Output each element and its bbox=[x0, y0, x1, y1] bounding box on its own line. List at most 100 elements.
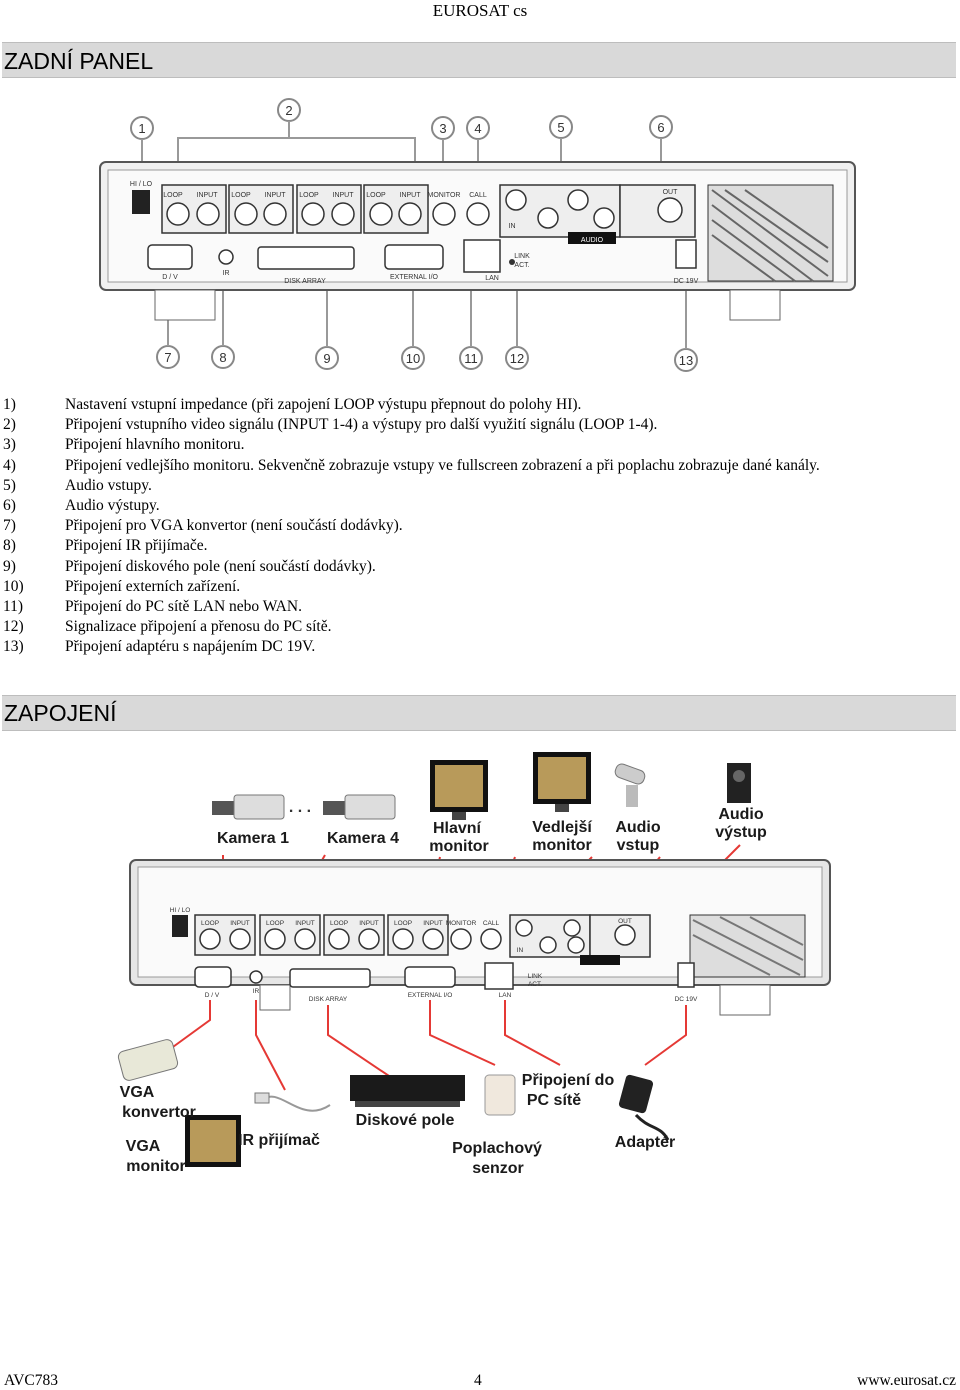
loop-label-3: LOOP bbox=[299, 192, 319, 199]
disk-array-label: DISK ARRAY bbox=[284, 278, 326, 285]
section-heading-rear-panel: ZADNÍ PANEL bbox=[2, 42, 956, 78]
list-item: 12)Signalizace připojení a přenosu do PC… bbox=[3, 618, 332, 636]
out-label: OUT bbox=[663, 189, 679, 196]
footer-model: AVC783 bbox=[4, 1372, 58, 1389]
sub-monitor-label-2: monitor bbox=[532, 837, 592, 854]
audio-out-label-2: výstup bbox=[715, 824, 767, 841]
callout-3: 3 bbox=[439, 121, 446, 136]
list-item: 9)Připojení diskového pole (není součást… bbox=[3, 557, 376, 575]
wire-loop-label-2: LOOP bbox=[266, 920, 284, 927]
speaker-icon bbox=[727, 763, 751, 803]
alarm-sensor-icon bbox=[484, 1074, 516, 1116]
dc-label: DC 19V bbox=[674, 278, 699, 285]
ir-receiver-label: IR přijímač bbox=[238, 1132, 320, 1149]
footer-page-number: 4 bbox=[474, 1372, 482, 1389]
list-item: 7)Připojení pro VGA konvertor (není souč… bbox=[3, 517, 403, 535]
vga-converter-label-2: konvertor bbox=[122, 1104, 196, 1121]
callout-4: 4 bbox=[474, 121, 481, 136]
wire-out-label: OUT bbox=[618, 918, 632, 925]
list-item: 5)Audio vstupy. bbox=[3, 476, 152, 494]
vga-monitor-label-2: monitor bbox=[126, 1158, 186, 1175]
rear-panel-diagram: 1 2 3 4 5 6 7 8 9 10 11 12 13 bbox=[99, 98, 856, 372]
wire-hi-lo-label: HI / LO bbox=[170, 907, 191, 914]
microphone-icon bbox=[614, 763, 646, 807]
callout-5: 5 bbox=[557, 120, 564, 135]
callout-10: 10 bbox=[406, 351, 420, 366]
wire-loop-label-1: LOOP bbox=[201, 920, 219, 927]
callout-6: 6 bbox=[657, 120, 664, 135]
wire-dc-label: DC 19V bbox=[675, 996, 698, 1003]
callout-2: 2 bbox=[285, 103, 292, 118]
pc-network-label-1: Připojení do bbox=[522, 1072, 615, 1089]
alarm-sensor-label-2: senzor bbox=[472, 1160, 524, 1177]
wire-input-label-4: INPUT bbox=[423, 920, 443, 927]
ir-receiver-icon bbox=[254, 1092, 331, 1112]
callout-13: 13 bbox=[679, 353, 693, 368]
callout-9: 9 bbox=[323, 351, 330, 366]
camera-dots: . . . bbox=[289, 799, 311, 816]
pc-network-label-2: PC sítě bbox=[527, 1092, 581, 1109]
list-item: 3)Připojení hlavního monitoru. bbox=[3, 436, 245, 454]
callout-7: 7 bbox=[164, 350, 171, 365]
wire-act-label: ACT. bbox=[528, 981, 542, 988]
list-item: 4)Připojení vedlejšího monitoru. Sekvenč… bbox=[3, 456, 820, 474]
wire-input-label-1: INPUT bbox=[230, 920, 250, 927]
vga-monitor-icon bbox=[185, 1115, 241, 1167]
wire-input-label-2: INPUT bbox=[295, 920, 315, 927]
main-monitor-label-1: Hlavní bbox=[433, 820, 482, 837]
camera-1-icon bbox=[212, 794, 285, 820]
callout-12: 12 bbox=[510, 351, 524, 366]
audio-label: AUDIO bbox=[581, 237, 604, 244]
list-item: 10)Připojení externích zařízení. bbox=[3, 577, 241, 595]
disk-array-caption: Diskové pole bbox=[356, 1112, 455, 1129]
hi-lo-label: HI / LO bbox=[130, 181, 153, 188]
in-label: IN bbox=[509, 223, 516, 230]
vga-converter-icon bbox=[117, 1039, 179, 1081]
vga-monitor-label-1: VGA bbox=[126, 1138, 161, 1155]
vga-converter-label-1: VGA bbox=[120, 1084, 155, 1101]
list-item: 13)Připojení adaptéru s napájením DC 19V… bbox=[3, 638, 316, 656]
wire-monitor-label: MONITOR bbox=[446, 920, 477, 927]
wire-loop-label-3: LOOP bbox=[330, 920, 348, 927]
wire-external-io-label: EXTERNAL I/O bbox=[408, 992, 453, 999]
camera-4-icon bbox=[323, 794, 396, 820]
input-label-1: INPUT bbox=[197, 192, 219, 199]
lan-label: LAN bbox=[485, 275, 499, 282]
external-io-label: EXTERNAL I/O bbox=[390, 274, 439, 281]
link-label: LINK bbox=[514, 253, 530, 260]
alarm-sensor-label-1: Poplachový bbox=[452, 1140, 542, 1157]
input-label-4: INPUT bbox=[400, 192, 422, 199]
loop-label-4: LOOP bbox=[366, 192, 386, 199]
main-monitor-label-2: monitor bbox=[429, 838, 489, 855]
monitor-label: MONITOR bbox=[428, 192, 461, 199]
wire-loop-label-4: LOOP bbox=[394, 920, 412, 927]
section-title: ZAPOJENÍ bbox=[4, 700, 117, 726]
connector-list: 1)Nastavení vstupní impedance (při zapoj… bbox=[3, 395, 953, 657]
list-item: 2)Připojení vstupního video signálu (INP… bbox=[3, 416, 658, 434]
camera-4-label: Kamera 4 bbox=[327, 830, 399, 847]
section-heading-wiring: ZAPOJENÍ bbox=[2, 695, 956, 731]
footer-website: www.eurosat.cz bbox=[857, 1372, 956, 1389]
main-monitor-icon bbox=[430, 760, 488, 820]
wire-link-label: LINK bbox=[528, 973, 543, 980]
call-label: CALL bbox=[469, 192, 487, 199]
input-label-3: INPUT bbox=[333, 192, 355, 199]
list-item: 8)Připojení IR přijímače. bbox=[3, 537, 208, 555]
input-label-2: INPUT bbox=[265, 192, 287, 199]
wire-disk-array-label: DISK ARRAY bbox=[309, 996, 348, 1003]
wire-input-label-3: INPUT bbox=[359, 920, 379, 927]
camera-1-label: Kamera 1 bbox=[217, 830, 289, 847]
callout-1: 1 bbox=[138, 121, 145, 136]
loop-label-1: LOOP bbox=[163, 192, 183, 199]
wire-dv-label: D / V bbox=[205, 992, 220, 999]
adapter-icon bbox=[618, 1074, 670, 1141]
wire-lan-label: LAN bbox=[499, 992, 512, 999]
section-title: ZADNÍ PANEL bbox=[4, 48, 154, 74]
adapter-label: Adaptér bbox=[615, 1134, 675, 1151]
callout-8: 8 bbox=[219, 350, 226, 365]
disk-array-icon bbox=[350, 1075, 465, 1107]
loop-label-2: LOOP bbox=[231, 192, 251, 199]
list-item: 1)Nastavení vstupní impedance (při zapoj… bbox=[3, 396, 582, 413]
dv-label: D / V bbox=[162, 274, 178, 281]
list-item: 11)Připojení do PC sítě LAN nebo WAN. bbox=[3, 597, 302, 615]
